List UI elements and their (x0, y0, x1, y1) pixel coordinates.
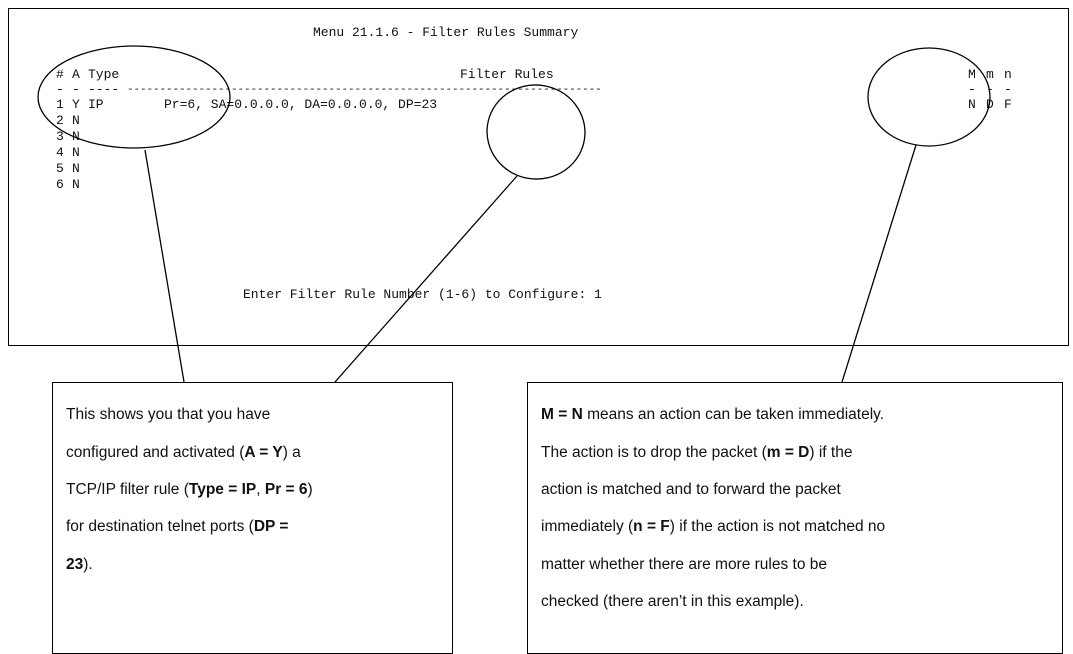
callout-left: This shows you that you have configured … (52, 382, 453, 654)
callout-right: M = N means an action can be taken immed… (527, 382, 1063, 654)
callout-left-line-5: 23). (66, 556, 93, 573)
callout-left-line-1: This shows you that you have (66, 406, 271, 423)
header-type: Type (88, 67, 120, 82)
sep-filter-rules: ----------------------------------------… (127, 84, 602, 96)
row2-active: N (72, 113, 80, 128)
row2-num: 2 (56, 113, 64, 128)
menu-title: Menu 21.1.6 - Filter Rules Summary (313, 25, 579, 40)
row5-active: N (72, 161, 80, 176)
callout-right-line-3: action is matched and to forward the pac… (541, 481, 841, 498)
sep-n: - (1004, 82, 1012, 97)
header-active: A (72, 67, 80, 82)
filter-rules-terminal: Menu 21.1.6 - Filter Rules Summary # A T… (8, 8, 1069, 346)
row1-n: F (1004, 97, 1012, 112)
callout-right-line-5: matter whether there are more rules to b… (541, 556, 828, 573)
row6-active: N (72, 177, 80, 192)
header-filter-rules: Filter Rules (460, 67, 554, 82)
callout-right-line-2: The action is to drop the packet (m = D)… (541, 444, 853, 461)
callout-left-line-4: for destination telnet ports (DP = (66, 518, 289, 535)
row1-type: IP (88, 97, 104, 112)
sep-M: - (968, 82, 976, 97)
row3-num: 3 (56, 129, 64, 144)
callout-right-line-6: checked (there aren’t in this example). (541, 593, 804, 610)
callout-right-line-4: immediately (n = F) if the action is not… (541, 518, 886, 535)
sep-active: - (72, 82, 80, 97)
sep-m: - (986, 82, 994, 97)
sep-num: - (56, 82, 64, 97)
row1-M: N (968, 97, 976, 112)
callout-left-line-2: configured and activated (A = Y) a (66, 444, 301, 461)
row1-active: Y (72, 97, 80, 112)
header-n: n (1004, 67, 1012, 82)
row1-num: 1 (56, 97, 64, 112)
rule-number-prompt[interactable]: Enter Filter Rule Number (1-6) to Config… (243, 287, 602, 302)
row3-active: N (72, 129, 80, 144)
callout-right-line-1: M = N means an action can be taken immed… (541, 406, 885, 423)
row4-num: 4 (56, 145, 64, 160)
row1-m: D (986, 97, 994, 112)
sep-type: ---- (88, 82, 120, 97)
header-m: m (986, 67, 994, 82)
row5-num: 5 (56, 161, 64, 176)
row4-active: N (72, 145, 80, 160)
callout-left-line-3: TCP/IP filter rule (Type = IP, Pr = 6) (66, 481, 313, 498)
header-num: # (56, 67, 64, 82)
row1-rule: Pr=6, SA=0.0.0.0, DA=0.0.0.0, DP=23 (164, 97, 438, 112)
header-M: M (968, 67, 976, 82)
row6-num: 6 (56, 177, 64, 192)
